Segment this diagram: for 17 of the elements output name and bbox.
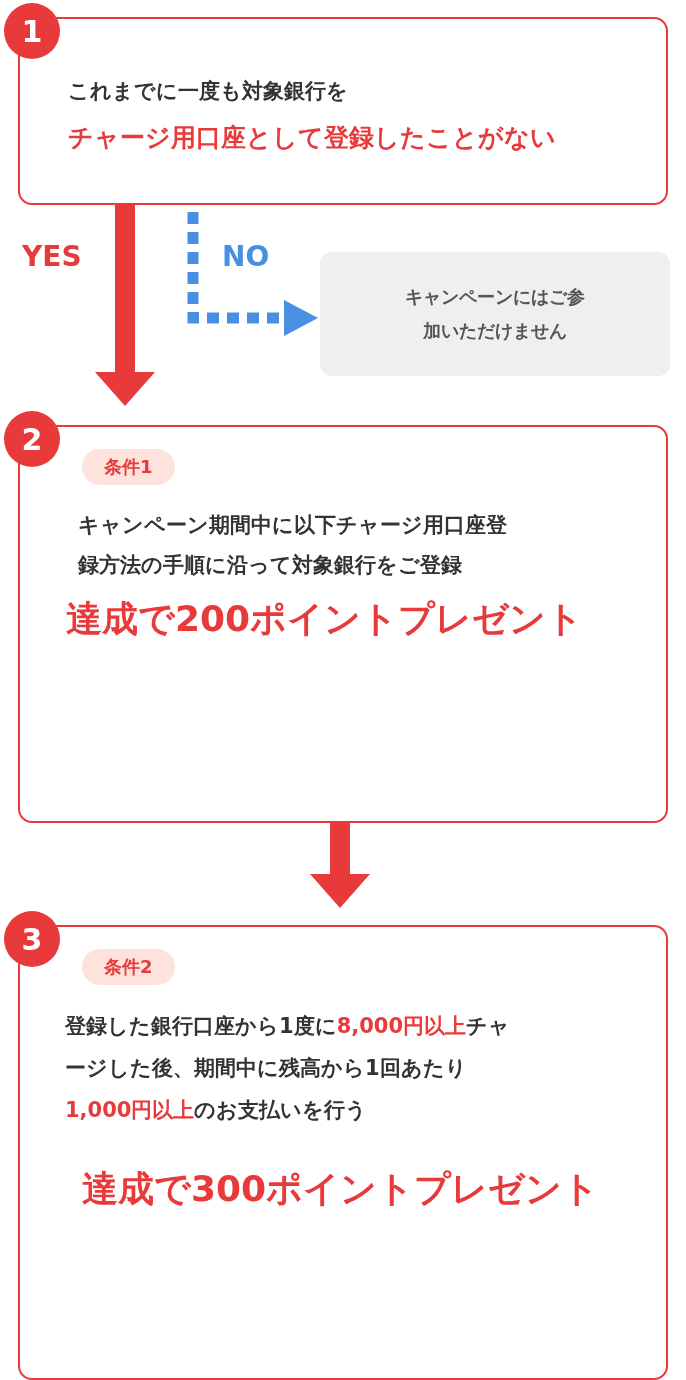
result-text: キャンペーンにはご参加いただけません [404,285,586,343]
arrow [95,205,155,406]
condition-text: 登録した銀行口座から1度に8,000円以上チャージした後、期間中に残高から1回あたり1,000円以上のお支払いを行う [65,1013,512,1124]
condition-tag: 条件1 [82,449,175,485]
condition-text: これまでに一度も対象銀行を [68,78,348,105]
no-label: NO [222,240,270,273]
reward-text: 達成で200ポイントプレゼント [66,597,584,641]
number-badge: 2 [4,411,60,467]
reward-text: 達成で300ポイントプレゼント [82,1167,600,1211]
condition-text: チャージ用口座として登録したことがない [68,122,556,154]
arrow [187,212,318,336]
condition-tag: 条件2 [82,949,175,985]
condition-text: キャンペーン期間中に以下チャージ用口座登録方法の手順に沿って対象銀行をご登録 [78,512,508,579]
arrow [310,823,370,908]
number-badge: 3 [4,911,60,967]
yes-label: YES [22,240,82,273]
number-badge: 1 [4,3,60,59]
